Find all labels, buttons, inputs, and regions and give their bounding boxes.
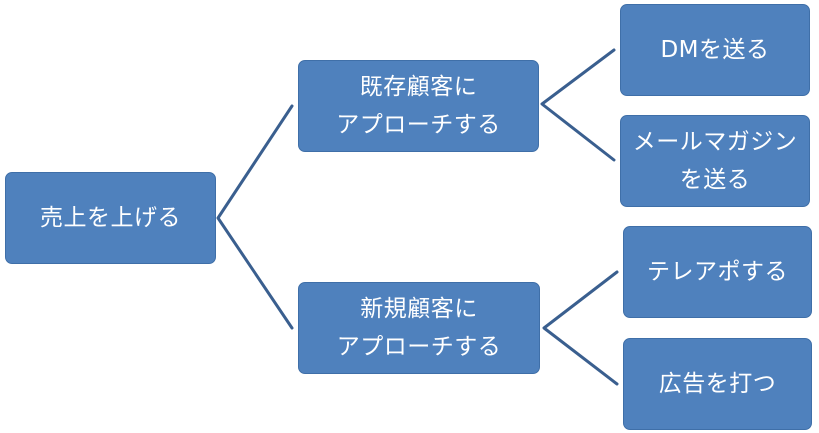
node-line: テレアポする (647, 259, 788, 285)
root-node-label: 売上を上げる (40, 205, 181, 231)
node-line: 広告を打つ (658, 371, 777, 397)
node-telemarketing: テレアポする (623, 226, 812, 318)
node-text: メールマガジン を送る (633, 123, 798, 199)
node-approach-new-customers: 新規顧客に アプローチする (298, 282, 540, 374)
node-send-newsletter: メールマガジン を送る (620, 115, 810, 207)
node-line: アプローチする (336, 334, 502, 360)
node-line: アプローチする (336, 112, 501, 138)
connector-existing-to-children (540, 48, 616, 162)
node-line: 新規顧客に (360, 296, 478, 322)
node-text: 新規顧客に アプローチする (337, 290, 502, 366)
node-line: DMを送る (660, 37, 770, 63)
node-approach-existing-customers: 既存顧客に アプローチする (298, 60, 539, 152)
connector-root-to-existing (216, 104, 294, 330)
root-node-increase-sales: 売上を上げる (5, 172, 216, 264)
node-advertise: 広告を打つ (623, 338, 812, 430)
node-line: 既存顧客に (359, 74, 478, 100)
node-line: メールマガジン (632, 129, 798, 155)
connector-new-to-children (542, 270, 619, 386)
node-line: を送る (679, 167, 751, 193)
node-text: 既存顧客に アプローチする (336, 68, 501, 144)
node-send-dm: DMを送る (620, 4, 810, 96)
